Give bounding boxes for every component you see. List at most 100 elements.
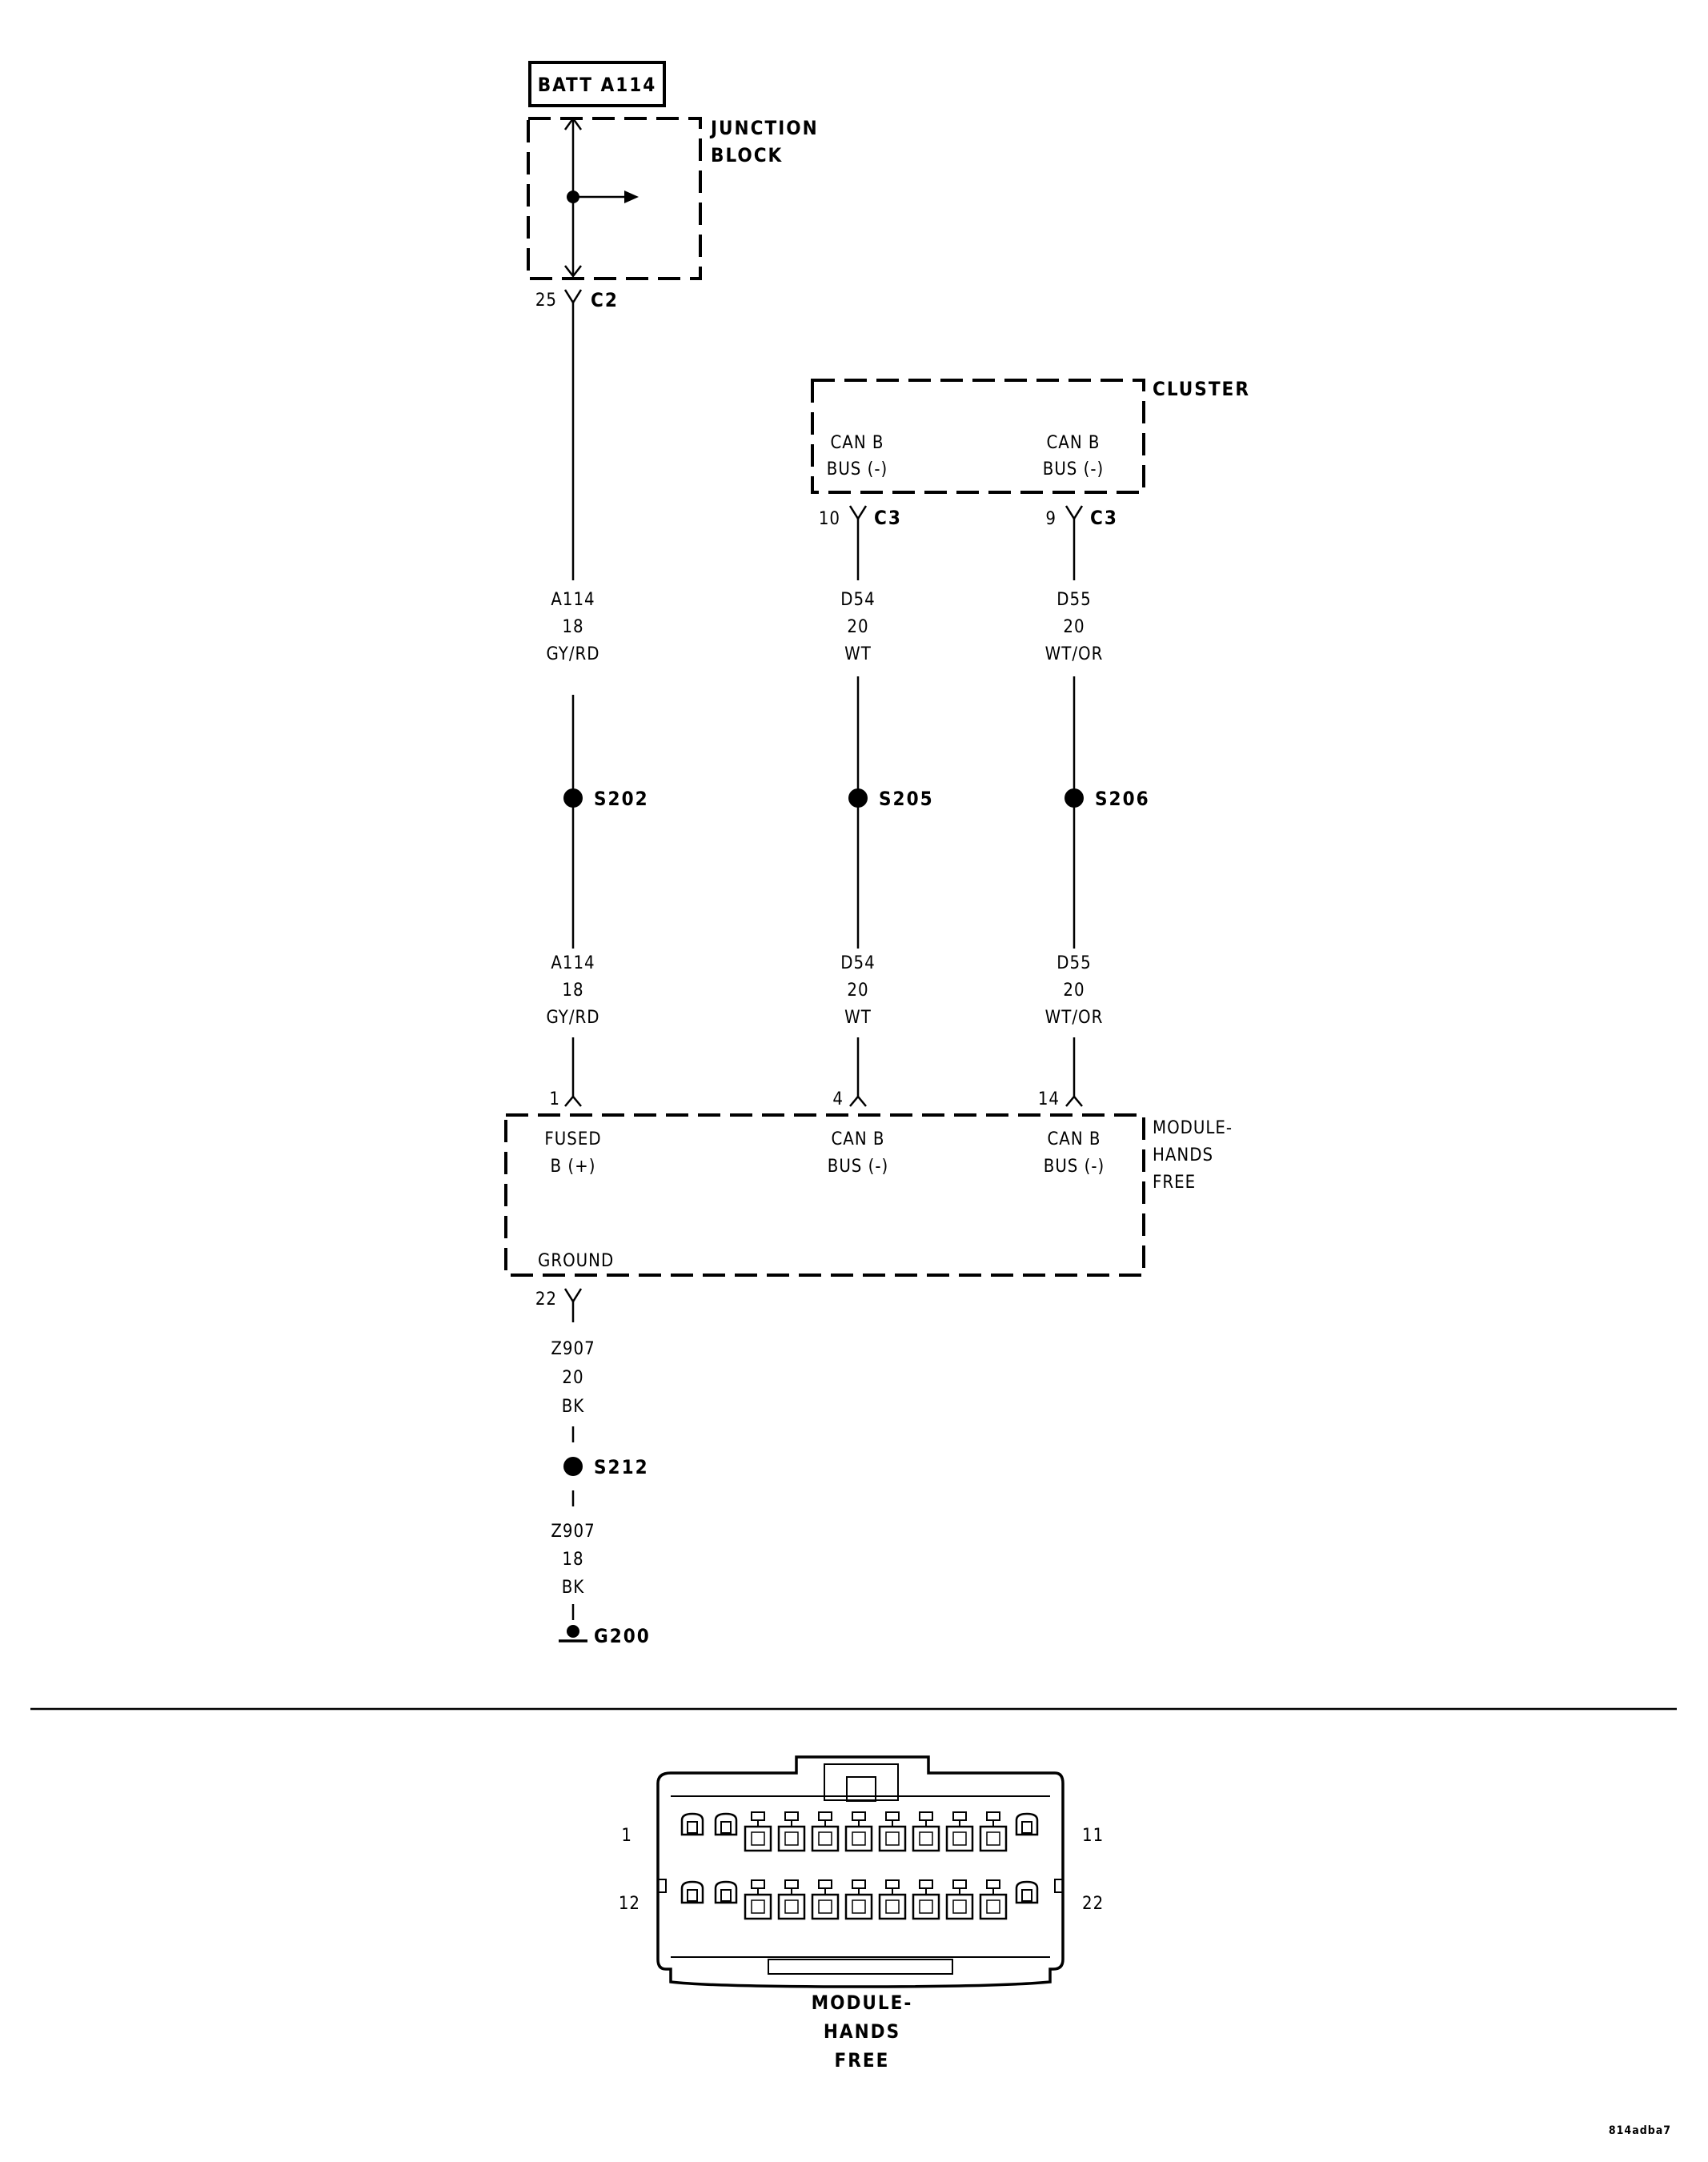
batt-box (528, 61, 666, 107)
connector-cavity-tab (852, 1879, 866, 1889)
module-pin-14-line1: CAN B (1047, 1129, 1101, 1149)
wire-d54-top-color: WT (844, 644, 872, 664)
module-box (504, 1113, 1145, 1277)
connector-cavity-square (744, 1893, 772, 1920)
connector-cavity-inner (885, 1899, 900, 1914)
connector-pin-12-label: 12 (619, 1894, 640, 1914)
connector-cavity-tab (751, 1879, 765, 1889)
junction-block-label-2: BLOCK (711, 144, 783, 166)
wire-a114-bot-circuit: A114 (551, 953, 595, 973)
connector-caption-1: MODULE- (812, 1992, 913, 2014)
wire-a114-top-gauge: 18 (562, 617, 583, 637)
wire-d55-bot-circuit: D55 (1056, 953, 1091, 973)
connector-symbol-c3-pin9 (1064, 505, 1084, 521)
connector-cavity-inner (1021, 1889, 1032, 1902)
connector-cavity-inner (919, 1831, 933, 1846)
connector-cavity-tab (751, 1811, 765, 1821)
module-pin-22-symbol (563, 1288, 583, 1304)
wire-d55-top-circuit: D55 (1056, 590, 1091, 610)
module-title-3: FREE (1153, 1173, 1196, 1193)
splice-s205-dot (848, 788, 868, 808)
wire-d55-top-color: WT/OR (1045, 644, 1104, 664)
connector-cavity-inner (1021, 1821, 1032, 1834)
wire-d54-top-circuit: D54 (840, 590, 875, 610)
connector-outline (656, 1755, 1064, 1988)
connector-latch-tab (846, 1776, 876, 1802)
connector-side-key-right (1054, 1879, 1064, 1893)
connector-cavity-square (777, 1893, 806, 1920)
connector-cavity-inner (986, 1899, 1000, 1914)
wire-d54-bot-circuit: D54 (840, 953, 875, 973)
module-pin-4-number: 4 (832, 1089, 844, 1109)
connector-cavity-round (714, 1880, 738, 1904)
connector-cavity-square (912, 1825, 940, 1852)
splice-s206-label: S206 (1095, 788, 1150, 810)
connector-pin-11-label: 11 (1082, 1826, 1104, 1846)
connector-cavity-tab (784, 1879, 799, 1889)
jb-arrow-top (563, 116, 583, 130)
ground-label: G200 (594, 1625, 651, 1647)
module-pin-14-number: 14 (1038, 1089, 1060, 1109)
connector-cavity-tab (885, 1879, 900, 1889)
connector-cavity-round (680, 1812, 704, 1836)
connector-cavity-square (979, 1893, 1008, 1920)
cluster-title: CLUSTER (1153, 378, 1250, 400)
connector-cavity-tab (952, 1811, 967, 1821)
connector-cavity-square (945, 1893, 974, 1920)
connector-cavity-round (1015, 1880, 1039, 1904)
connector-side-key-left (657, 1879, 667, 1893)
connector-cavity-tab (784, 1811, 799, 1821)
cluster-pin-9-line1: CAN B (1046, 433, 1100, 453)
document-id: 814adba7 (1609, 2124, 1671, 2137)
connector-face-view (656, 1755, 1064, 1988)
module-ground-label: GROUND (538, 1251, 614, 1271)
connector-cavity-inner (952, 1831, 967, 1846)
connector-cavity-inner (784, 1831, 799, 1846)
connector-cavity-round (714, 1812, 738, 1836)
wire-d55-top-gauge: 20 (1063, 617, 1085, 637)
connector-cavity-tab (986, 1879, 1000, 1889)
connector-cavity-tab (919, 1811, 933, 1821)
module-pin-1-number: 1 (549, 1089, 560, 1109)
module-title-2: HANDS (1153, 1145, 1213, 1165)
connector-cavity-tab (852, 1811, 866, 1821)
connector-cavity-tab (818, 1811, 832, 1821)
connector-cavity-inner (720, 1821, 732, 1834)
connector-cavity-inner (952, 1899, 967, 1914)
wire-d54-bot-color: WT (844, 1008, 872, 1028)
jb-arrow-bottom (564, 265, 582, 279)
connector-cavity-square (777, 1825, 806, 1852)
connector-cavity-inner (751, 1831, 765, 1846)
connector-cavity-inner (818, 1899, 832, 1914)
batt-label: BATT A114 (538, 74, 657, 96)
connector-cavity-round (680, 1880, 704, 1904)
junction-block-box (527, 117, 702, 280)
module-pin-1-line1: FUSED (544, 1129, 601, 1149)
connector-cavity-inner (852, 1899, 866, 1914)
connector-cavity-inner (852, 1831, 866, 1846)
splice-s205-label: S205 (879, 788, 934, 810)
wire-z907-bot-gauge: 18 (562, 1550, 583, 1570)
connector-cavity-inner (687, 1889, 698, 1902)
wire-d55-bot-gauge: 20 (1063, 981, 1085, 1001)
module-pin-14-symbol (1065, 1095, 1083, 1107)
connector-cavity-tab (952, 1879, 967, 1889)
cluster-pin-9-connector: C3 (1090, 507, 1118, 529)
connector-cavity-round (1015, 1812, 1039, 1836)
module-title-1: MODULE- (1153, 1118, 1233, 1138)
wire-d55-bot-color: WT/OR (1045, 1008, 1104, 1028)
connector-cavity-square (844, 1893, 873, 1920)
wire-z907-top-color: BK (562, 1397, 585, 1417)
connector-cavity-square (811, 1893, 840, 1920)
connector-cavity-square (979, 1825, 1008, 1852)
connector-cavity-tab (885, 1811, 900, 1821)
connector-cavity-square (945, 1825, 974, 1852)
splice-s202-dot (563, 788, 583, 808)
jb-branch-arrowhead (624, 191, 639, 203)
connector-cavity-square (844, 1825, 873, 1852)
splice-s212-dot (563, 1457, 583, 1476)
connector-bottom-key (768, 1959, 953, 1975)
connector-cavity-square (744, 1825, 772, 1852)
wire-z907-bot-color: BK (562, 1578, 585, 1598)
